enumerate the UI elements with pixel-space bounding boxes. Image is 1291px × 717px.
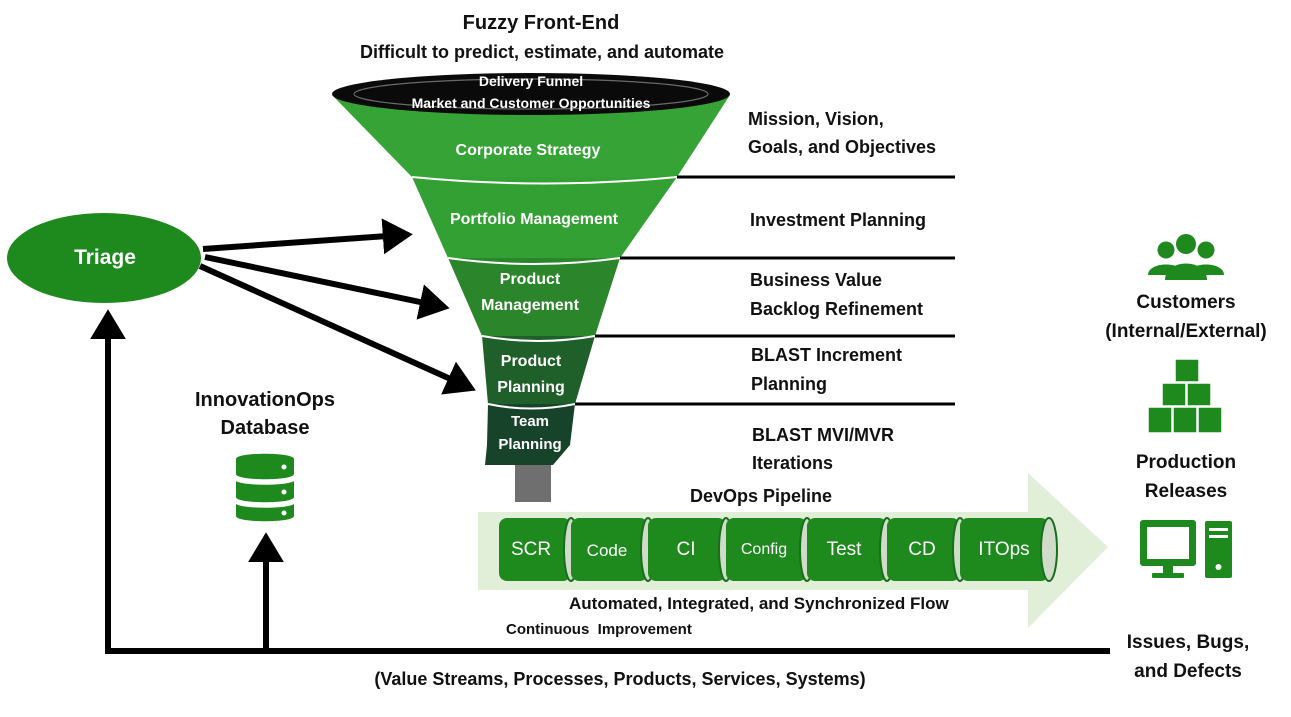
users-icon [1148, 234, 1224, 280]
releases-label-line2: Releases [1144, 481, 1228, 502]
stage-corporate-strategy: Corporate Strategy [455, 142, 601, 159]
funnel-rim [332, 73, 730, 115]
computer-icon [1140, 520, 1232, 578]
database-label-line1: InnovationOps [195, 389, 335, 411]
boxes-icon [1147, 358, 1223, 434]
pipeline-label-itops: ITOps [978, 539, 1030, 560]
issues-label-line2: and Defects [1134, 661, 1242, 682]
stage-portfolio-management: Portfolio Management [449, 211, 618, 228]
label-iterations: Iterations [752, 453, 834, 473]
releases-label-line1: Production [1135, 452, 1237, 473]
stage-product-planning-line2: Planning [497, 379, 565, 396]
label-mission-line2: Goals, and Objectives [748, 137, 937, 157]
pipeline-segments [499, 517, 1058, 582]
customers-label-line1: Customers [1136, 292, 1236, 313]
label-blast-increment: BLAST Increment [751, 345, 903, 365]
label-blast-mvi: BLAST MVI/MVR [752, 425, 894, 445]
stage-product-management-line1: Product [499, 271, 561, 288]
database-label-line2: Database [220, 417, 310, 439]
continuous-improvement-label: Continuous Improvement [506, 621, 692, 638]
stage-product-planning-line1: Product [500, 353, 562, 370]
pipeline-flow-label: Automated, Integrated, and Synchronized … [569, 594, 949, 613]
pipeline-label-cd: CD [908, 539, 936, 560]
label-business-value: Business Value [750, 270, 883, 290]
funnel-rim-label-1: Delivery Funnel [478, 73, 584, 89]
label-investment-planning: Investment Planning [750, 210, 927, 230]
pipeline-label-ci: CI [676, 539, 696, 560]
funnel-spout [515, 465, 551, 502]
issues-label-line1: Issues, Bugs, [1126, 632, 1250, 653]
page-subtitle: Difficult to predict, estimate, and auto… [359, 42, 725, 62]
stage-team-planning-line1: Team [510, 413, 550, 430]
label-mission-line1: Mission, Vision, [748, 109, 884, 129]
pipeline-label-code: Code [586, 541, 628, 560]
pipeline-title: DevOps Pipeline [689, 486, 833, 506]
stage-product-management-line2: Management [481, 297, 579, 314]
pipeline-segment-itops [960, 517, 1058, 582]
customers-label-line2: (Internal/External) [1105, 321, 1267, 342]
label-backlog-refinement: Backlog Refinement [750, 299, 924, 319]
pipeline-label-test: Test [826, 539, 862, 560]
label-blast-increment-planning: Planning [751, 374, 827, 394]
page-title: Fuzzy Front-End [462, 12, 620, 34]
stage-team-planning-line2: Planning [498, 436, 562, 453]
pipeline-label-config: Config [740, 541, 788, 558]
triage-node [7, 213, 201, 303]
pipeline-label-scr: SCR [510, 539, 552, 560]
funnel-rim-label-2: Market and Customer Opportunities [411, 95, 651, 111]
triage-label: Triage [74, 246, 136, 269]
footer-label: (Value Streams, Processes, Products, Ser… [374, 669, 866, 689]
database-icon [236, 453, 294, 522]
